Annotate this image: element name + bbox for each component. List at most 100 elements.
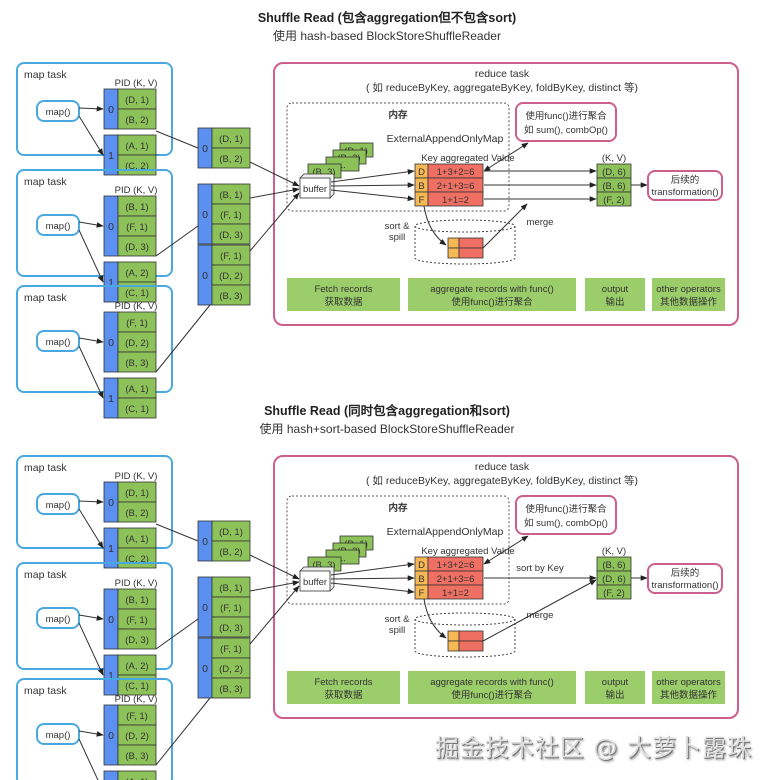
stage-label-cn: 其他数据操作 [660, 689, 718, 701]
pid-kv-header: PID (K, V) [115, 185, 158, 196]
reduce-task-subtitle: ( 如 reduceByKey, aggregateByKey, foldByK… [366, 474, 638, 487]
record: (F, 1) [126, 222, 148, 233]
map-function-node [36, 100, 80, 122]
partition-block: 0(F, 1)(D, 2)(B, 3) [197, 244, 251, 306]
pid-kv-header: PID (K, V) [115, 78, 158, 89]
output-record: (F, 2) [603, 195, 625, 206]
partition-block: 0(B, 1)(F, 1)(D, 3) [197, 183, 251, 245]
map-task-label: map task [24, 292, 67, 304]
output-record-cell [596, 584, 632, 600]
buffer-stack-label: (B, 3) [312, 560, 335, 571]
record: (F, 1) [220, 603, 242, 614]
stage-label: aggregate records with func() [430, 284, 554, 295]
record: (F, 1) [126, 615, 148, 626]
watermark: 掘金技术社区 @ 大萝卜露珠 [434, 734, 752, 762]
buffer-stack-label: (B, 3) [312, 167, 335, 178]
map-task-box [16, 62, 173, 156]
map-output-arrow [78, 337, 104, 344]
output-header: (K, V) [602, 153, 626, 164]
shuffle-fetch-line [155, 225, 199, 257]
func-note-box [515, 495, 617, 535]
record-cell [211, 147, 251, 169]
stage-label: Fetch records [314, 677, 372, 688]
merge-arrow [482, 203, 528, 249]
record: (B, 3) [219, 291, 242, 302]
partition-id: 1 [108, 543, 114, 555]
record: (D, 2) [125, 731, 149, 742]
map-task-label: map task [24, 569, 67, 581]
spill-key-cell [447, 640, 460, 652]
sort-spill-arrow [423, 205, 447, 246]
map-function-node [36, 607, 80, 629]
record: (A, 1) [125, 141, 148, 152]
stage-label-cn: 使用func()进行聚合 [451, 689, 533, 701]
output-record: (F, 2) [603, 588, 625, 599]
stage-label-cn: 其他数据操作 [660, 296, 718, 308]
agg-value: 2+1+3=6 [437, 574, 475, 585]
map-function-node [36, 214, 80, 236]
record: (B, 2) [125, 115, 148, 126]
record: (B, 2) [125, 508, 148, 519]
next-transformation-box [647, 170, 723, 201]
map-output-arrow [78, 738, 99, 780]
record: (D, 1) [125, 488, 149, 499]
map-task-box [16, 678, 173, 780]
section-subtitle: 使用 hash+sort-based BlockStoreShuffleRead… [260, 421, 515, 436]
partition-id: 0 [202, 270, 208, 282]
buffer-to-map-arrow [330, 169, 415, 183]
func-note-line: 使用func()进行聚合 [525, 110, 607, 122]
func-note-box [515, 102, 617, 142]
partition-id: 0 [202, 536, 208, 548]
record: (B, 3) [219, 684, 242, 695]
external-append-only-map-label: ExternalAppendOnlyMap [387, 133, 504, 145]
partition-block: 1(A, 2)(C, 1) [103, 261, 157, 303]
map-output-arrow [78, 498, 104, 505]
next-transformation-line: 后续的 [671, 567, 700, 579]
record-cell [117, 770, 157, 780]
stage-label: output [602, 284, 629, 295]
sort-by-key-label: sort by Key [516, 563, 564, 574]
agg-key: F [419, 195, 425, 206]
map-output-arrow [78, 105, 104, 112]
stage-label-cn: 输出 [605, 689, 624, 701]
buffer-to-map-arrow [330, 189, 415, 202]
record-cell [117, 235, 157, 257]
map-output-arrow [78, 614, 104, 621]
output-record: (D, 6) [602, 574, 626, 585]
buffer-stack-label: ... [338, 160, 346, 171]
stage-bar [652, 671, 725, 704]
stage-bar [287, 278, 400, 311]
record: (D, 1) [125, 95, 149, 106]
map-output-arrow [78, 221, 104, 228]
stage-bar [287, 671, 400, 704]
reduce-task: reduce task( 如 reduceByKey, aggregateByK… [273, 455, 739, 719]
fetch-to-buffer-arrow [249, 192, 300, 252]
spill-disk [414, 612, 516, 658]
record: (D, 2) [219, 664, 243, 675]
shuffle-fetch-line [155, 697, 211, 766]
record-cell [211, 284, 251, 306]
pid-kv-header: PID (K, V) [115, 471, 158, 482]
map-function-label: map() [46, 107, 71, 118]
output-record: (B, 6) [602, 181, 625, 192]
agg-value: 1+3+2=6 [437, 560, 475, 571]
spill-value-cell [458, 237, 484, 249]
stage-bar [585, 671, 645, 704]
map-task-box [16, 169, 173, 277]
pid-kv-header: PID (K, V) [115, 694, 158, 705]
spill-disk [414, 219, 516, 265]
record-cell [211, 616, 251, 638]
map-output-arrow [78, 508, 104, 549]
output-header: (K, V) [602, 546, 626, 557]
partition-block: 0(D, 1)(B, 2) [197, 127, 251, 169]
disk-top [414, 219, 516, 233]
partition-block: 0(B, 1)(F, 1)(D, 3) [103, 195, 157, 257]
partition-block: 0(B, 1)(F, 1)(D, 3) [197, 576, 251, 638]
spill-label: sort & [385, 221, 410, 232]
partition-block: 0(F, 1)(D, 2)(B, 3) [197, 637, 251, 699]
reduce-task-title: reduce task [475, 68, 530, 80]
partition-id: 1 [108, 150, 114, 162]
reduce-task-subtitle: ( 如 reduceByKey, aggregateByKey, foldByK… [366, 81, 638, 94]
